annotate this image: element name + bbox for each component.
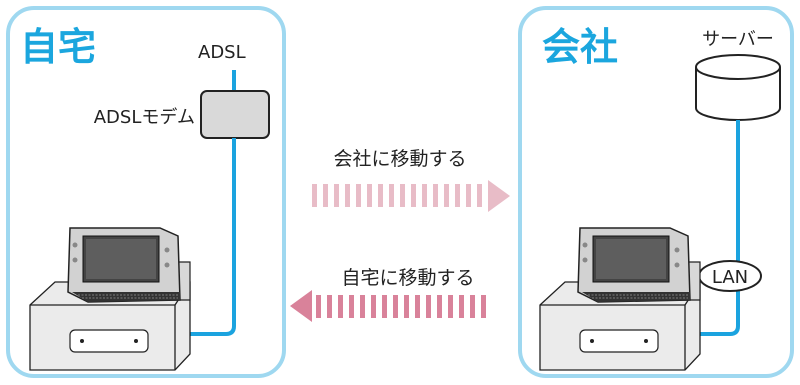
to-office-arrow (312, 180, 510, 212)
to-home-arrow (290, 290, 486, 322)
home-title: 自宅 (20, 25, 96, 69)
office-title: 会社 (542, 25, 618, 69)
server-label: サーバー (702, 29, 774, 50)
office-lan-cable (690, 120, 740, 336)
adsl-modem-label: ADSLモデム (94, 107, 195, 128)
lan-label: LAN (712, 267, 748, 288)
server-icon (695, 54, 781, 121)
to-home-label: 自宅に移動する (341, 267, 474, 289)
adsl-line-label: ADSL (198, 42, 246, 63)
adsl-modem-icon (200, 90, 270, 139)
to-office-label: 会社に移動する (333, 148, 466, 170)
home-dock-cable (178, 138, 236, 336)
